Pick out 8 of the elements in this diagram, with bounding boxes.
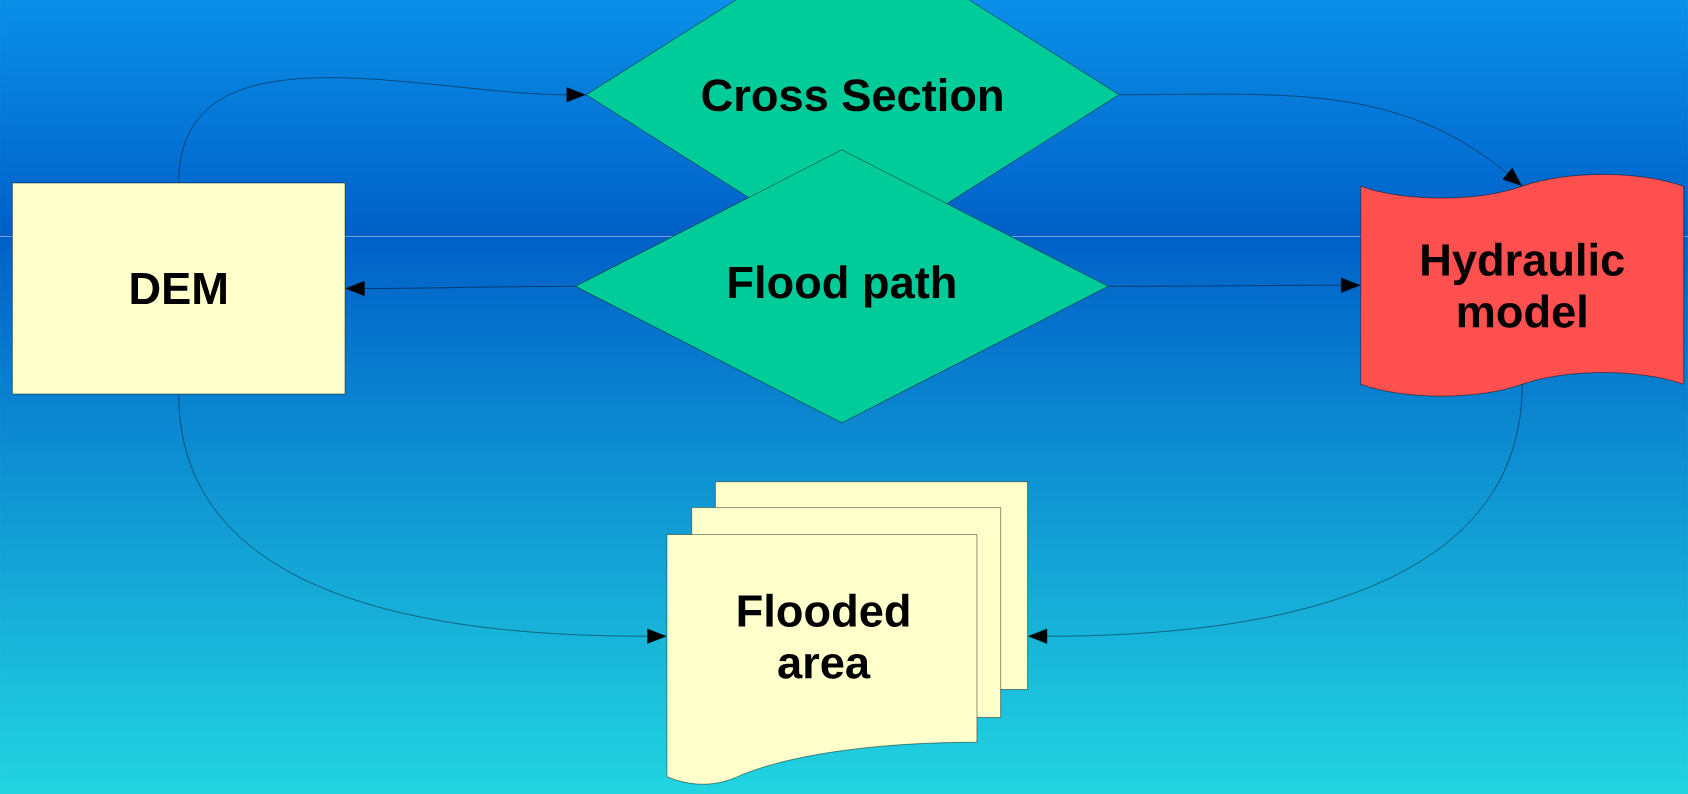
arrow xyxy=(1119,93,1522,186)
arrow xyxy=(345,280,576,296)
arrow xyxy=(178,393,667,644)
arrow xyxy=(1108,277,1361,293)
arrow xyxy=(1028,384,1523,644)
document-stack: Flooded area xyxy=(666,481,1028,785)
process-box: DEM xyxy=(12,182,346,394)
arrow xyxy=(178,77,586,183)
